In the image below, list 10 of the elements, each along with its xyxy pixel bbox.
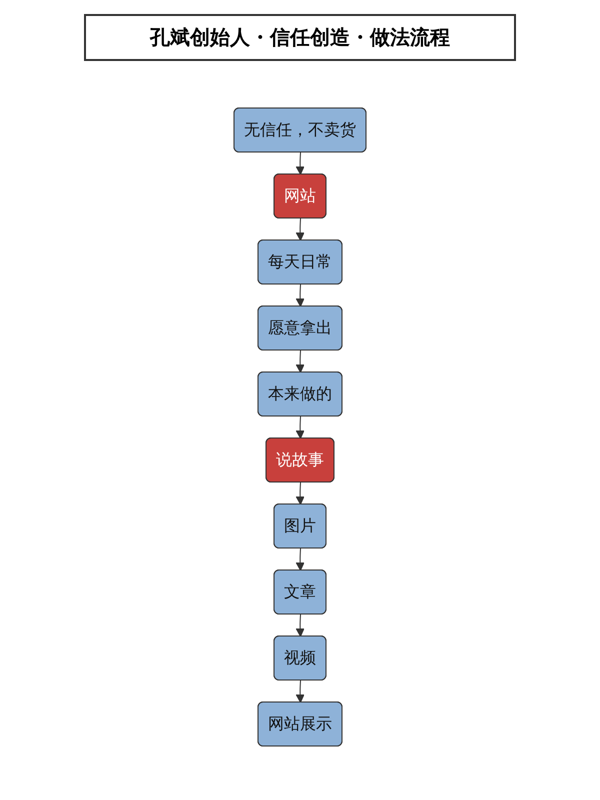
title: 孔斌创始人・信任创造・做法流程 bbox=[84, 14, 516, 61]
arrow bbox=[296, 482, 305, 505]
arrow bbox=[296, 350, 305, 373]
arrow bbox=[296, 416, 305, 439]
arrow bbox=[296, 284, 305, 307]
arrow bbox=[296, 218, 305, 241]
arrow bbox=[296, 614, 305, 637]
arrow bbox=[296, 548, 305, 571]
arrow bbox=[296, 152, 305, 175]
arrow bbox=[296, 680, 305, 703]
